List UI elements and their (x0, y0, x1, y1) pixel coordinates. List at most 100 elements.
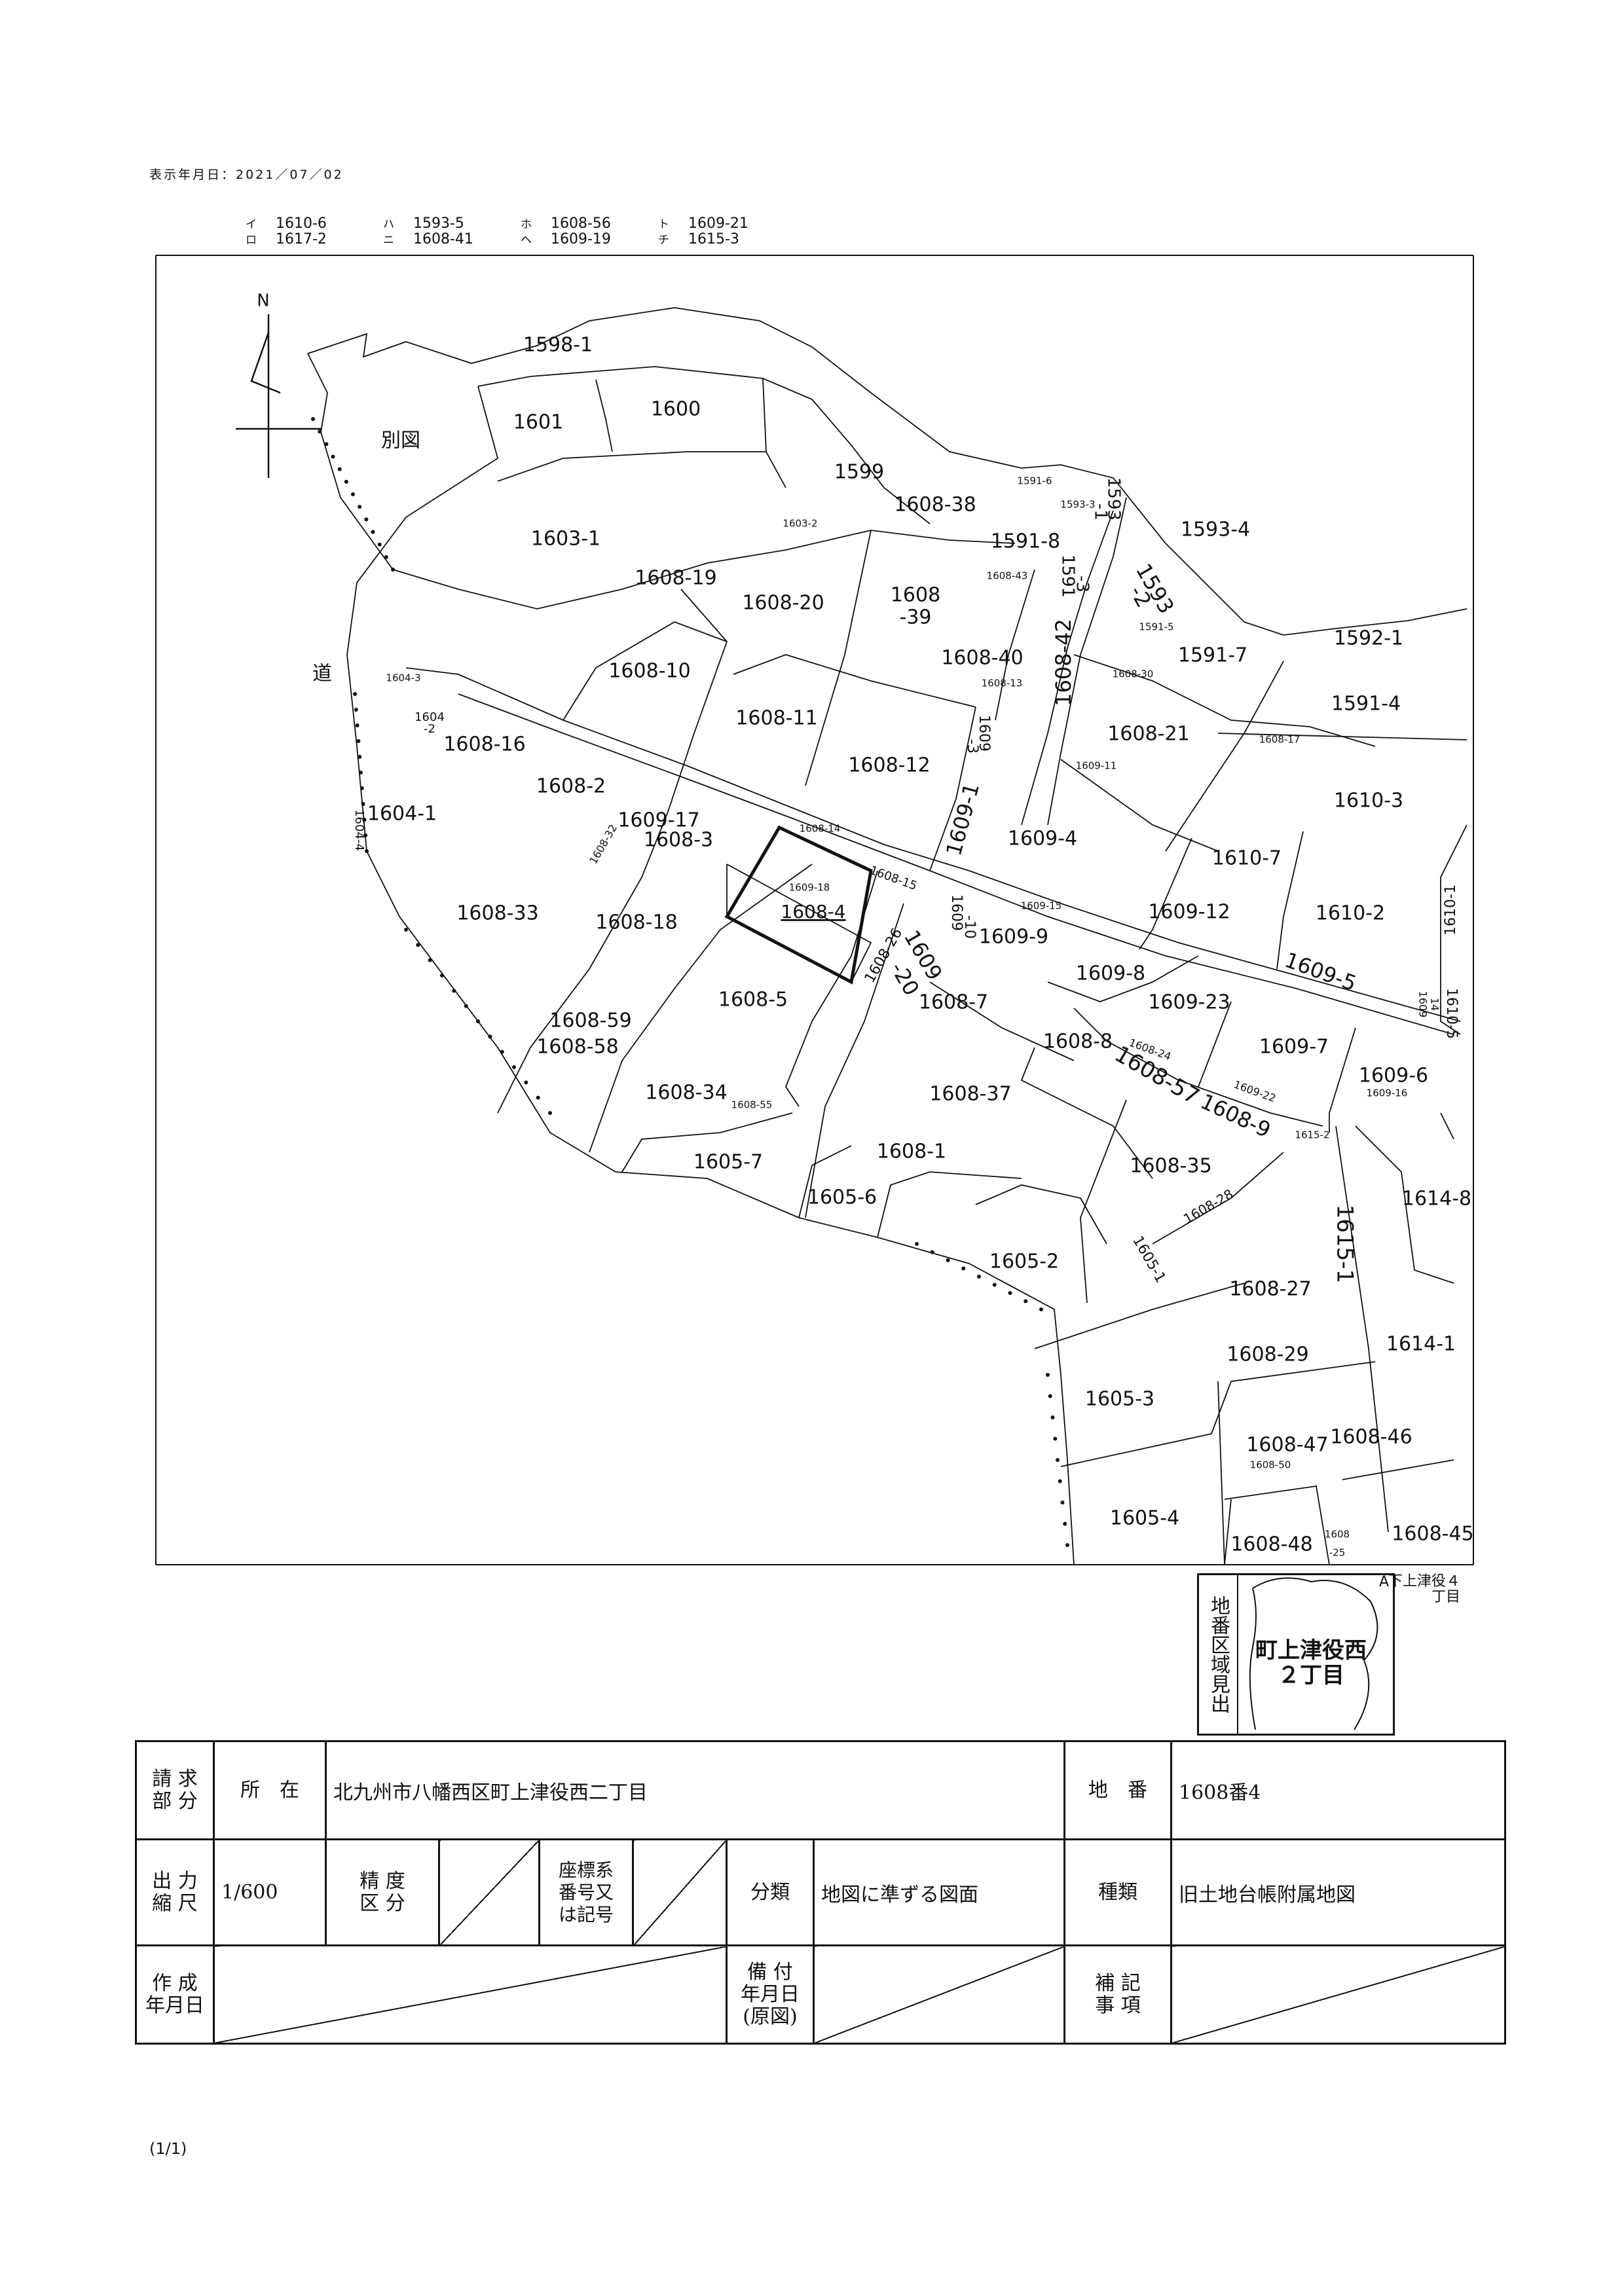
parcel-label-rotated: 1608-42 (1051, 619, 1076, 706)
parcel-label: 1609-6 (1359, 1065, 1428, 1087)
parcel-label: 1609-23 (1148, 991, 1230, 1014)
target-parcel-outline (724, 825, 873, 985)
parcel-label-rotated: 1609 (1417, 991, 1430, 1018)
parcel-label-small: 1591-6 (1017, 475, 1052, 487)
created-value (213, 1944, 728, 2045)
parcel-label-small: 1604-3 (386, 672, 420, 684)
parcel-label: 1591-7 (1178, 644, 1247, 667)
parcel-label-rotated: -10 (961, 915, 978, 939)
parcel-label: 1609-17 (618, 809, 699, 832)
parcel-label-rotated: 1609-5 (1282, 947, 1360, 996)
parcel-label: 1608-34 (645, 1082, 727, 1104)
parcel-label: 1608-29 (1227, 1343, 1308, 1366)
parcel-label: 1609-7 (1259, 1036, 1329, 1059)
parcel-label: 1601 (513, 411, 563, 434)
parcel-label-small: 1608-30 (1113, 668, 1154, 680)
notes-value (1170, 1944, 1506, 2045)
parcel-label: 1608-47 (1246, 1434, 1328, 1457)
parcel-label: 1608-3 (644, 829, 713, 852)
parcel-label-rotated: -3 (1073, 575, 1092, 592)
parcel-label-small: 1603-2 (783, 518, 817, 530)
parcel-label-small: 1615-2 (1295, 1129, 1329, 1141)
location-label: 所 在 (213, 1740, 327, 1840)
parcel-label: 1610-2 (1316, 902, 1385, 925)
parcel-label: 1608-33 (456, 902, 538, 925)
parcel-label: 1603-1 (531, 528, 600, 551)
parcel-label: -39 (900, 606, 932, 629)
parcel-label: 1598-1 (523, 334, 593, 357)
parcel-label-small: 1609-15 (1021, 900, 1062, 912)
parcel-label-small: 1609-11 (1076, 760, 1117, 772)
parcel-label: 1608-7 (919, 991, 988, 1014)
parcel-label-small: 1609-18 (789, 882, 830, 894)
parcel-label-rotated: 1608-15 (868, 864, 919, 893)
coord-label: 座標系番号又は記号 (538, 1838, 634, 1946)
parcel-label-rotated: 1604 (415, 710, 445, 724)
parcel-label-rotated: -2 (424, 722, 435, 736)
north-arrow-icon (236, 314, 321, 478)
info-table: 請 求部 分 所 在 北九州市八幡西区町上津役西二丁目 地 番 1608番4 出… (135, 1740, 1506, 2045)
provided-label: 備 付年月日(原図) (726, 1944, 815, 2045)
parcel-label: 1599 (834, 461, 884, 484)
requester-label: 請 求部 分 (135, 1740, 215, 1840)
parcel-label: 1608-40 (941, 647, 1023, 670)
parcel-label-rotated: 1605-1 (1129, 1233, 1169, 1286)
coord-value (632, 1838, 728, 1946)
parcel-label-rotated: 1608-32 (587, 822, 619, 866)
parcel-label-small: 1608-14 (800, 823, 841, 835)
parcel-label-rotated: 1593 (1104, 477, 1124, 520)
parcel-label-small: 1608-43 (987, 570, 1028, 582)
parcel-label-rotated: 1591 (1058, 555, 1078, 598)
parcel-label-small: 1608-55 (731, 1099, 773, 1111)
road-label: 道 (312, 663, 332, 685)
target-parcel-label: 1608-4 (781, 901, 845, 922)
inset-vertical-label: 地番区域見出 (1199, 1575, 1238, 1734)
type-label: 種類 (1063, 1838, 1172, 1946)
parcel-label: 1605-6 (807, 1186, 877, 1209)
location-value: 北九州市八幡西区町上津役西二丁目 (325, 1740, 1065, 1840)
accuracy-label: 精 度区 分 (325, 1838, 440, 1946)
parcel-label: 1614-8 (1402, 1188, 1471, 1211)
inset-map-icon (1249, 1577, 1378, 1730)
category-value: 地図に準ずる図面 (813, 1838, 1065, 1946)
parcel-label: 1608-1 (877, 1140, 946, 1163)
parcel-label: 1608-11 (735, 707, 817, 730)
parcel-label: 別図 (381, 429, 420, 452)
parcel-label: 1610-3 (1334, 790, 1403, 812)
created-label: 作 成年月日 (135, 1944, 215, 2045)
north-label: N (257, 291, 269, 311)
parcel-label: 1592-1 (1334, 627, 1403, 650)
parcel-label: 1609-12 (1148, 901, 1230, 924)
lot-value: 1608番4 (1170, 1740, 1506, 1840)
category-label: 分類 (726, 1838, 815, 1946)
parcel-label: 1608-27 (1229, 1278, 1311, 1301)
parcel-label-rotated: -3 (964, 739, 980, 754)
parcel-label: 1608-38 (894, 494, 976, 517)
notes-label: 補 記事 項 (1063, 1944, 1172, 2045)
type-value: 旧土地台帳附属地図 (1170, 1838, 1506, 1946)
parcel-label: 1591-8 (991, 530, 1060, 553)
parcel-label: 1608-10 (608, 660, 690, 683)
parcel-label: 1608-35 (1130, 1155, 1211, 1178)
parcel-label-rotated: 1609-1 (941, 780, 984, 858)
accuracy-value (438, 1838, 540, 1946)
parcel-label: 1608-59 (549, 1010, 631, 1032)
parcel-label-small: 1608-50 (1250, 1459, 1291, 1471)
parcel-label: 1608-2 (536, 775, 606, 798)
parcel-label-small: 1591-5 (1139, 621, 1173, 633)
parcel-label: 1614-1 (1386, 1333, 1456, 1356)
parcel-label: 1591-4 (1331, 693, 1401, 716)
parcel-label: 1605-7 (693, 1151, 763, 1174)
parcel-label: 1605-4 (1110, 1507, 1179, 1530)
parcel-label: 1609-8 (1076, 962, 1145, 985)
